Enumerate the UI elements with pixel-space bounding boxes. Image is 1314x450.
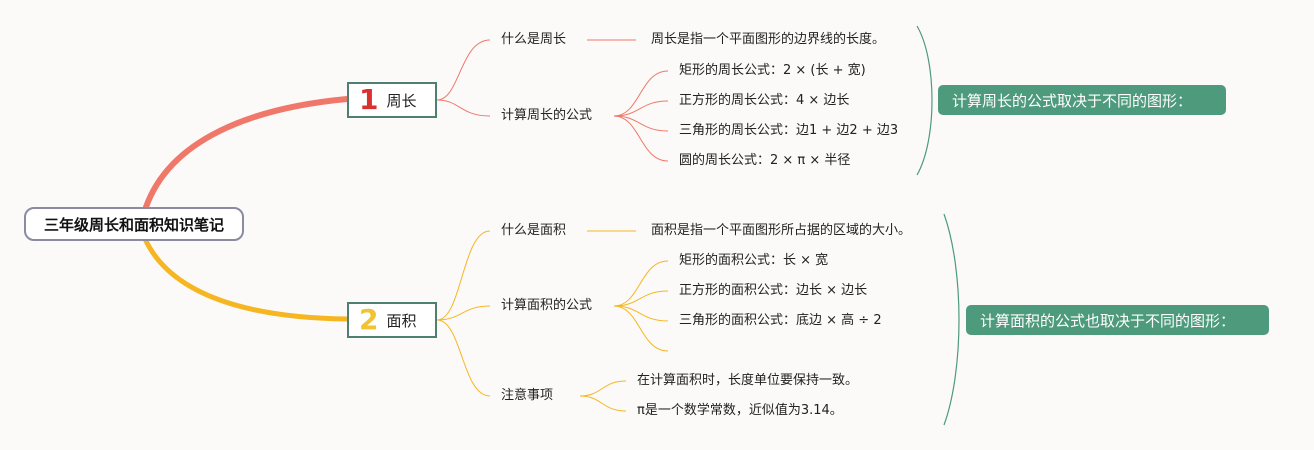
node-perimeter-definition[interactable]: 周长是指一个平面图形的边界线的长度。 (651, 32, 886, 47)
node-perimeter-formula-rectangle[interactable]: 矩形的周长公式：2 × (长 + 宽) (679, 63, 866, 78)
node-what-is-perimeter[interactable]: 什么是周长 (501, 32, 567, 47)
topic-title-area: 面积 (386, 311, 417, 330)
node-area-notes[interactable]: 注意事项 (501, 388, 554, 403)
topic-perimeter[interactable]: 1 周长 (347, 82, 437, 118)
connector-perimeter-formula-0 (613, 70, 669, 117)
connector-perimeter-formula-1 (613, 100, 669, 117)
root-topic[interactable]: 三年级周长和面积知识笔记 (24, 207, 244, 241)
topic-title-perimeter: 周长 (386, 91, 417, 110)
summary-area-text: 计算面积的公式也取决于不同的图形： (980, 311, 1236, 330)
node-perimeter-formula-triangle[interactable]: 三角形的周长公式：边1 + 边2 + 边3 (679, 123, 899, 138)
summary-bracket-area (943, 213, 960, 426)
connector-area-notes (436, 319, 491, 397)
node-what-is-area[interactable]: 什么是面积 (501, 223, 567, 238)
connector-perimeter-formula-3 (613, 115, 669, 162)
connector-area-formula-1 (613, 290, 669, 307)
connector-perimeter-formula-2 (613, 115, 669, 132)
root-title: 三年级周长和面积知识笔记 (43, 215, 224, 234)
node-perimeter-formulas[interactable]: 计算周长的公式 (501, 108, 593, 123)
connector-area-what (436, 230, 491, 321)
node-area-formula-rectangle[interactable]: 矩形的面积公式：长 × 宽 (679, 253, 829, 268)
node-perimeter-formula-square[interactable]: 正方形的周长公式：4 × 边长 (679, 93, 850, 108)
connector-area-formula-2 (613, 305, 669, 322)
connector-area-note-1 (579, 395, 627, 412)
node-area-note-pi[interactable]: π是一个数学常数，近似值为3.14。 (637, 403, 843, 418)
node-area-note-units[interactable]: 在计算面积时，长度单位要保持一致。 (637, 373, 859, 388)
node-area-formula-triangle[interactable]: 三角形的面积公式：底边 × 高 ÷ 2 (679, 313, 882, 328)
topic-area[interactable]: 2 面积 (347, 302, 437, 338)
node-area-formula-square[interactable]: 正方形的面积公式：边长 × 边长 (679, 283, 868, 298)
connector-area-formula-0 (613, 260, 669, 307)
summary-perimeter-text: 计算周长的公式取决于不同的图形： (952, 91, 1193, 110)
summary-area[interactable]: 计算面积的公式也取决于不同的图形： (966, 305, 1269, 335)
topic-number-1: 1 (359, 83, 379, 116)
branch-line-area (143, 238, 350, 322)
branch-line-perimeter (143, 96, 350, 210)
connector-perimeter-what (436, 39, 491, 101)
node-area-definition[interactable]: 面积是指一个平面图形所占据的区域的大小。 (651, 223, 912, 238)
summary-bracket-perimeter (916, 25, 933, 176)
connector-area-formula-3 (613, 305, 669, 352)
topic-number-2: 2 (359, 303, 379, 336)
connector-area-note-0 (579, 380, 627, 397)
connector-area-formulas (436, 305, 491, 321)
connector-perimeter-formulas (436, 99, 491, 117)
summary-perimeter[interactable]: 计算周长的公式取决于不同的图形： (938, 85, 1226, 115)
node-perimeter-formula-circle[interactable]: 圆的周长公式：2 × π × 半径 (679, 153, 851, 168)
node-area-formulas[interactable]: 计算面积的公式 (501, 298, 593, 313)
